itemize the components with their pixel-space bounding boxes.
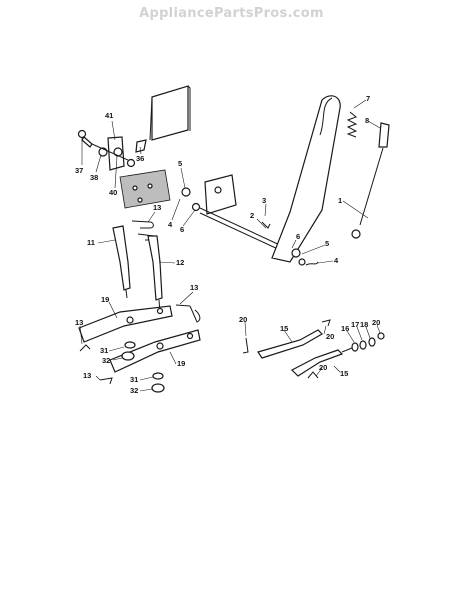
callout-3: 3 [262,196,266,205]
callout-38: 38 [90,173,98,182]
callout-20-lower: 20 [319,363,327,372]
callout-41: 41 [105,111,113,120]
callout-4-upper: 4 [168,220,173,229]
callout-32-upper: 32 [102,356,110,365]
callout-37: 37 [75,166,83,175]
callout-31-upper: 31 [100,346,108,355]
lift-lever [271,95,341,263]
callout-16: 16 [341,324,349,333]
callout-32-lower: 32 [130,386,138,395]
callout-15-lower: 15 [340,369,348,378]
callout-11: 11 [87,238,95,247]
callout-40: 40 [109,188,117,197]
callout-6-upper: 6 [180,225,184,234]
callout-6-lower: 6 [296,232,300,241]
rear-mount-plate [149,85,191,141]
lift-spring [346,111,358,138]
callout-4-lower: 4 [334,256,339,265]
callout-2: 2 [250,211,254,220]
callout-17: 17 [351,320,359,329]
callout-5-lower: 5 [325,239,329,248]
nuts-washers [121,341,165,393]
lift-cable [351,122,390,239]
watermark: AppliancePartsPros.com [139,6,324,21]
callout-15-upper: 15 [280,324,288,333]
leader-lines [79,99,381,392]
callout-19-upper: 19 [101,295,109,304]
callout-13-bottom: 13 [83,371,91,380]
callout-20-right: 20 [372,318,380,327]
callout-20-left: 20 [239,315,247,324]
lift-link-left [112,225,131,299]
linkage-rods [242,319,385,379]
callout-13-upper: 13 [153,203,161,212]
shaft-hardware [261,221,319,266]
callout-1: 1 [338,196,342,205]
lift-link-right [147,235,163,313]
callout-5-upper: 5 [178,159,182,168]
lift-arm-upper [78,305,173,343]
callout-12: 12 [176,258,184,267]
height-adjust-knob [77,129,147,171]
callout-13-left: 13 [75,318,83,327]
callout-31-lower: 31 [130,375,138,384]
callout-8: 8 [365,116,369,125]
callout-19-lower: 19 [177,359,185,368]
frame-bracket [119,169,237,215]
callout-18: 18 [360,320,368,329]
callout-7: 7 [366,94,370,103]
hairpin-clips-arms [79,304,201,385]
callout-20-mid: 20 [326,332,334,341]
lift-arm-lower [109,329,201,373]
callout-13-right: 13 [190,283,198,292]
callout-36: 36 [136,154,144,163]
